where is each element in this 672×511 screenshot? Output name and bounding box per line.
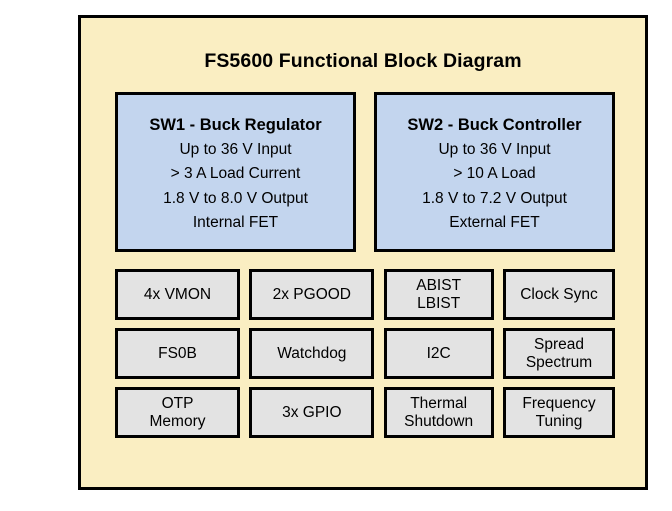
feature-block-label: FS0B [158, 344, 197, 362]
feature-block: ABIST LBIST [383, 269, 494, 320]
feature-block-label: LBIST [417, 294, 461, 312]
feature-block: 3x GPIO [249, 387, 375, 438]
switcher-block-sw1: SW1 - Buck Regulator Up to 36 V Input > … [115, 92, 356, 252]
feature-block: OTP Memory [115, 387, 240, 438]
feature-block-label: OTP [161, 395, 194, 413]
feature-block: Thermal Shutdown [383, 387, 494, 438]
feature-block-label: 4x VMON [143, 285, 212, 303]
feature-block: Clock Sync [502, 269, 615, 320]
feature-block-label: Spectrum [525, 353, 593, 371]
functional-block-diagram-panel: FS5600 Functional Block Diagram SW1 - Bu… [78, 15, 648, 490]
switcher-block-sw2-spec: Up to 36 V Input [438, 140, 551, 158]
feature-block-label: Clock Sync [520, 285, 598, 303]
feature-block-label: Spread [533, 336, 584, 354]
feature-block: 2x PGOOD [249, 269, 375, 320]
switcher-block-sw1-spec: Internal FET [192, 214, 279, 231]
feature-block: I2C [383, 328, 494, 379]
feature-block-grid: 4x VMON 2x PGOOD ABIST LBIST Clock Sync … [115, 269, 615, 438]
feature-block-label: 3x GPIO [282, 403, 342, 421]
switcher-block-sw2-spec: External FET [449, 214, 540, 231]
page-title: FS5600 Functional Block Diagram [204, 50, 522, 72]
switcher-block-sw1-spec: > 3 A Load Current [170, 165, 301, 182]
switcher-block-sw1-spec: Up to 36 V Input [179, 140, 292, 158]
switcher-block-sw2-spec: 1.8 V to 7.2 V Output [422, 189, 567, 207]
feature-block-label: Shutdown [404, 412, 474, 430]
feature-block-label: Tuning [535, 412, 583, 430]
feature-block: Watchdog [249, 328, 375, 379]
switcher-block-sw2: SW2 - Buck Controller Up to 36 V Input >… [374, 92, 615, 252]
switcher-block-sw2-title: SW2 - Buck Controller [407, 115, 582, 134]
feature-block-label: ABIST [416, 277, 462, 295]
feature-block: FS0B [115, 328, 240, 379]
switcher-block-sw1-title: SW1 - Buck Regulator [149, 115, 322, 134]
feature-block-label: I2C [426, 344, 451, 362]
switcher-block-row: SW1 - Buck Regulator Up to 36 V Input > … [115, 92, 615, 252]
feature-block-label: 2x PGOOD [272, 285, 352, 303]
switcher-block-sw2-spec: > 10 A Load [453, 165, 536, 182]
feature-block-label: Watchdog [277, 344, 347, 362]
switcher-block-sw1-spec: 1.8 V to 8.0 V Output [163, 189, 308, 207]
feature-block-label: Memory [149, 412, 206, 430]
feature-block-label: Thermal [410, 395, 468, 413]
feature-block: Frequency Tuning [502, 387, 615, 438]
feature-block: 4x VMON [115, 269, 240, 320]
feature-block: Spread Spectrum [502, 328, 615, 379]
feature-block-label: Frequency [522, 395, 596, 413]
